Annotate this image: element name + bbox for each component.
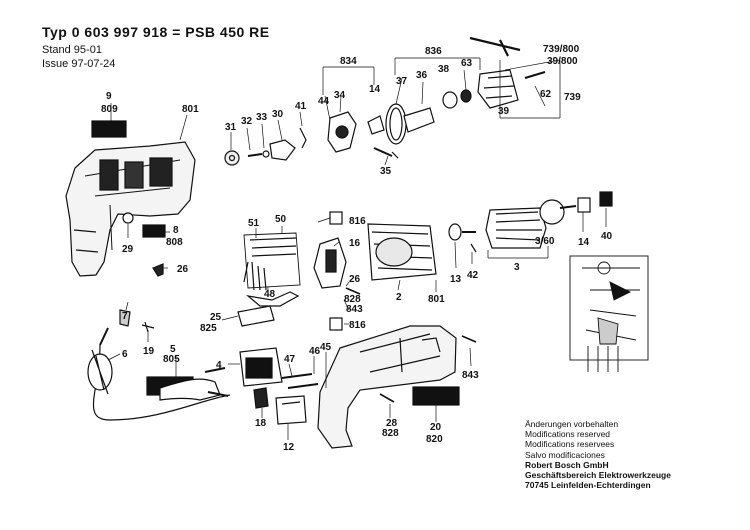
- part-label: 14: [578, 237, 590, 248]
- part-label: 35: [380, 166, 392, 177]
- part-label: 809: [101, 104, 118, 115]
- part-label: 26: [349, 274, 361, 285]
- stator-assembly: [313, 223, 437, 289]
- part-label: 805: [163, 354, 180, 365]
- switch-834: [327, 111, 399, 159]
- part-label: 41: [295, 101, 307, 112]
- label-plate-820: [412, 386, 460, 406]
- part-label: 828: [382, 428, 399, 439]
- brush-holders: [243, 232, 301, 307]
- leader-lines: [107, 57, 607, 440]
- part-label: 37: [396, 76, 408, 87]
- part-label: 47: [284, 354, 296, 365]
- company-division: Geschäftsbereich Elektrowerkzeuge: [525, 470, 671, 481]
- part-label: 36: [416, 70, 428, 81]
- part-label: 50: [275, 214, 287, 225]
- part-label: 8: [173, 225, 179, 236]
- part-label: 13: [450, 274, 462, 285]
- part-label: 19: [143, 346, 155, 357]
- label-plate-809: [91, 120, 127, 138]
- housing-left-half: [65, 141, 196, 277]
- part-label: 9: [106, 91, 112, 102]
- part-label: 28: [386, 418, 398, 429]
- part-label: 3: [514, 262, 520, 273]
- switch-module: [237, 305, 307, 425]
- model-title: Typ 0 603 997 918 = PSB 450 RE: [42, 24, 270, 40]
- part-label: 820: [426, 434, 443, 445]
- part-label: 38: [438, 64, 450, 75]
- part-label: 12: [283, 442, 295, 453]
- part-label: 44: [318, 96, 330, 107]
- part-label: 16: [349, 238, 361, 249]
- part-label: 42: [467, 270, 479, 281]
- part-label: 3/60: [535, 236, 555, 247]
- part-label: 18: [255, 418, 267, 429]
- part-label: 2: [396, 292, 402, 303]
- gear-group-31-33: [224, 127, 307, 166]
- part-label: 25: [210, 312, 222, 323]
- part-label: 62: [540, 89, 552, 100]
- part-label: 31: [225, 122, 237, 133]
- company-name: Robert Bosch GmbH: [525, 459, 609, 470]
- part-label: 5: [170, 344, 176, 355]
- footer-notes: Änderungen vorbehalten Modifications res…: [525, 419, 671, 490]
- label-plate-808: [142, 224, 166, 238]
- part-label: 739: [564, 92, 581, 103]
- part-label: 6: [122, 349, 128, 360]
- footer-line: Änderungen vorbehalten: [525, 419, 619, 429]
- part-label: 739/800: [543, 44, 580, 55]
- part-label: 51: [248, 218, 260, 229]
- footer-line: Modifications reservees: [525, 439, 615, 450]
- part-label: 14: [369, 84, 381, 95]
- part-number-labels: 9 809 801 31 32 33 30 41 834 44 34 14 83…: [101, 44, 613, 453]
- part-label: 48: [264, 289, 276, 300]
- part-label: 46: [309, 346, 321, 357]
- gear-train-836: [367, 36, 546, 145]
- company-address: 70745 Leinfelden-Echterdingen: [525, 480, 651, 491]
- part-label: 836: [425, 46, 442, 57]
- armature-3: [448, 191, 613, 253]
- part-label: 26: [177, 264, 189, 275]
- housing-right-half: [317, 325, 457, 449]
- part-label: 825: [200, 323, 217, 334]
- part-label: 34: [334, 90, 346, 101]
- power-cable: [87, 327, 231, 421]
- part-label: 843: [346, 304, 363, 315]
- part-label: 816: [349, 216, 366, 227]
- part-label: 39/800: [547, 56, 578, 67]
- footer-line: Modifications reserved: [525, 429, 611, 440]
- part-label: 843: [462, 370, 479, 381]
- wiring-schematic: [569, 255, 649, 372]
- part-label: 40: [601, 231, 613, 242]
- part-label: 828: [344, 294, 361, 305]
- part-label: 29: [122, 244, 134, 255]
- part-label: 39: [498, 106, 510, 117]
- part-label: 7: [122, 311, 128, 322]
- part-label: 834: [340, 56, 357, 67]
- part-label: 30: [272, 109, 284, 120]
- part-label: 801: [182, 104, 199, 115]
- stand-line: Stand 95-01: [42, 44, 102, 56]
- part-label: 45: [320, 342, 332, 353]
- part-label: 63: [461, 58, 473, 69]
- part-label: 801: [428, 294, 445, 305]
- issue-line: Issue 97-07-24: [42, 58, 116, 70]
- footer-line: Salvo modificaciones: [525, 449, 605, 460]
- part-label: 4: [216, 360, 222, 371]
- part-label: 20: [430, 422, 442, 433]
- part-label: 816: [349, 320, 366, 331]
- part-label: 32: [241, 116, 253, 127]
- part-label: 33: [256, 112, 268, 123]
- part-label: 808: [166, 237, 183, 248]
